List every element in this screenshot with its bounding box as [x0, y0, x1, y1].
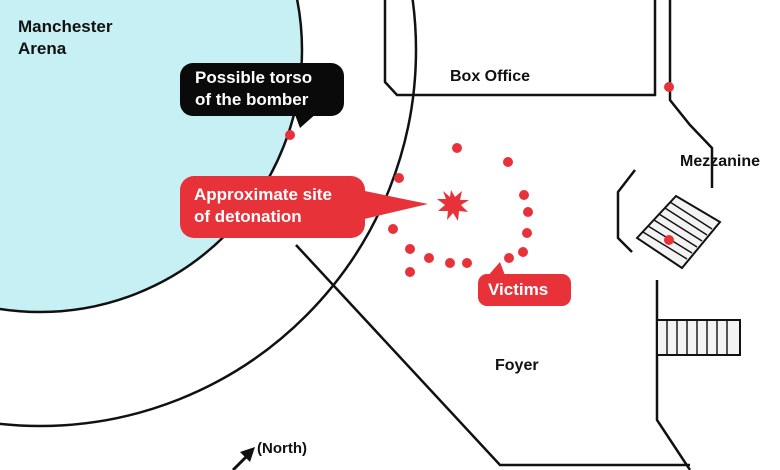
victims-callout-text: Victims: [488, 280, 549, 299]
victim-dot: [424, 253, 434, 263]
detonation-callout-bubble: [180, 176, 428, 238]
victim-markers: [285, 82, 674, 277]
bomber-callout-line2: of the bomber: [195, 90, 309, 109]
victim-dot: [394, 173, 404, 183]
victim-dot: [518, 247, 528, 257]
victim-dot: [664, 235, 674, 245]
victim-dot: [405, 267, 415, 277]
east-stairs: [656, 319, 741, 356]
arena-label-line1: Manchester: [18, 17, 113, 36]
arena-label-line2: Arena: [18, 39, 67, 58]
foyer-label: Foyer: [495, 357, 539, 374]
bomber-callout-bubble: [180, 63, 344, 128]
arena-label: Manchester Arena: [18, 16, 112, 60]
detonation-callout-line1: Approximate site: [194, 185, 332, 204]
victim-dot: [522, 228, 532, 238]
box-office-wall: [383, 0, 657, 97]
mezzanine-wall-upper: [668, 0, 714, 188]
victim-dot: [519, 190, 529, 200]
starburst-icon: [437, 190, 469, 221]
detonation-callout-text: Approximate site of detonation: [194, 184, 332, 228]
victim-dot: [523, 207, 533, 217]
detonation-callout-line2: of detonation: [194, 207, 302, 226]
concourse-wall: [0, 0, 418, 428]
victim-dot: [452, 143, 462, 153]
victim-dot: [462, 258, 472, 268]
victim-dot: [405, 244, 415, 254]
north-arrow-icon: [231, 447, 255, 470]
victim-dot: [445, 258, 455, 268]
victim-dot: [504, 253, 514, 263]
foyer-east-wall: [655, 280, 692, 470]
victims-callout-bubble: [478, 262, 571, 306]
victim-dot: [388, 224, 398, 234]
mezzanine-label: Mezzanine: [680, 153, 761, 170]
foyer-south-wall: [295, 244, 690, 467]
bomber-callout-text: Possible torso of the bomber: [195, 67, 312, 111]
box-office-label: Box Office: [450, 68, 531, 85]
north-label: (North): [257, 440, 307, 457]
bomber-callout-line1: Possible torso: [195, 68, 313, 87]
mezzanine-wall-lower: [616, 169, 636, 253]
victim-dot: [664, 82, 674, 92]
victim-dot: [503, 157, 513, 167]
bomber-torso-dot: [285, 130, 295, 140]
mezzanine-stairs: [635, 194, 722, 270]
